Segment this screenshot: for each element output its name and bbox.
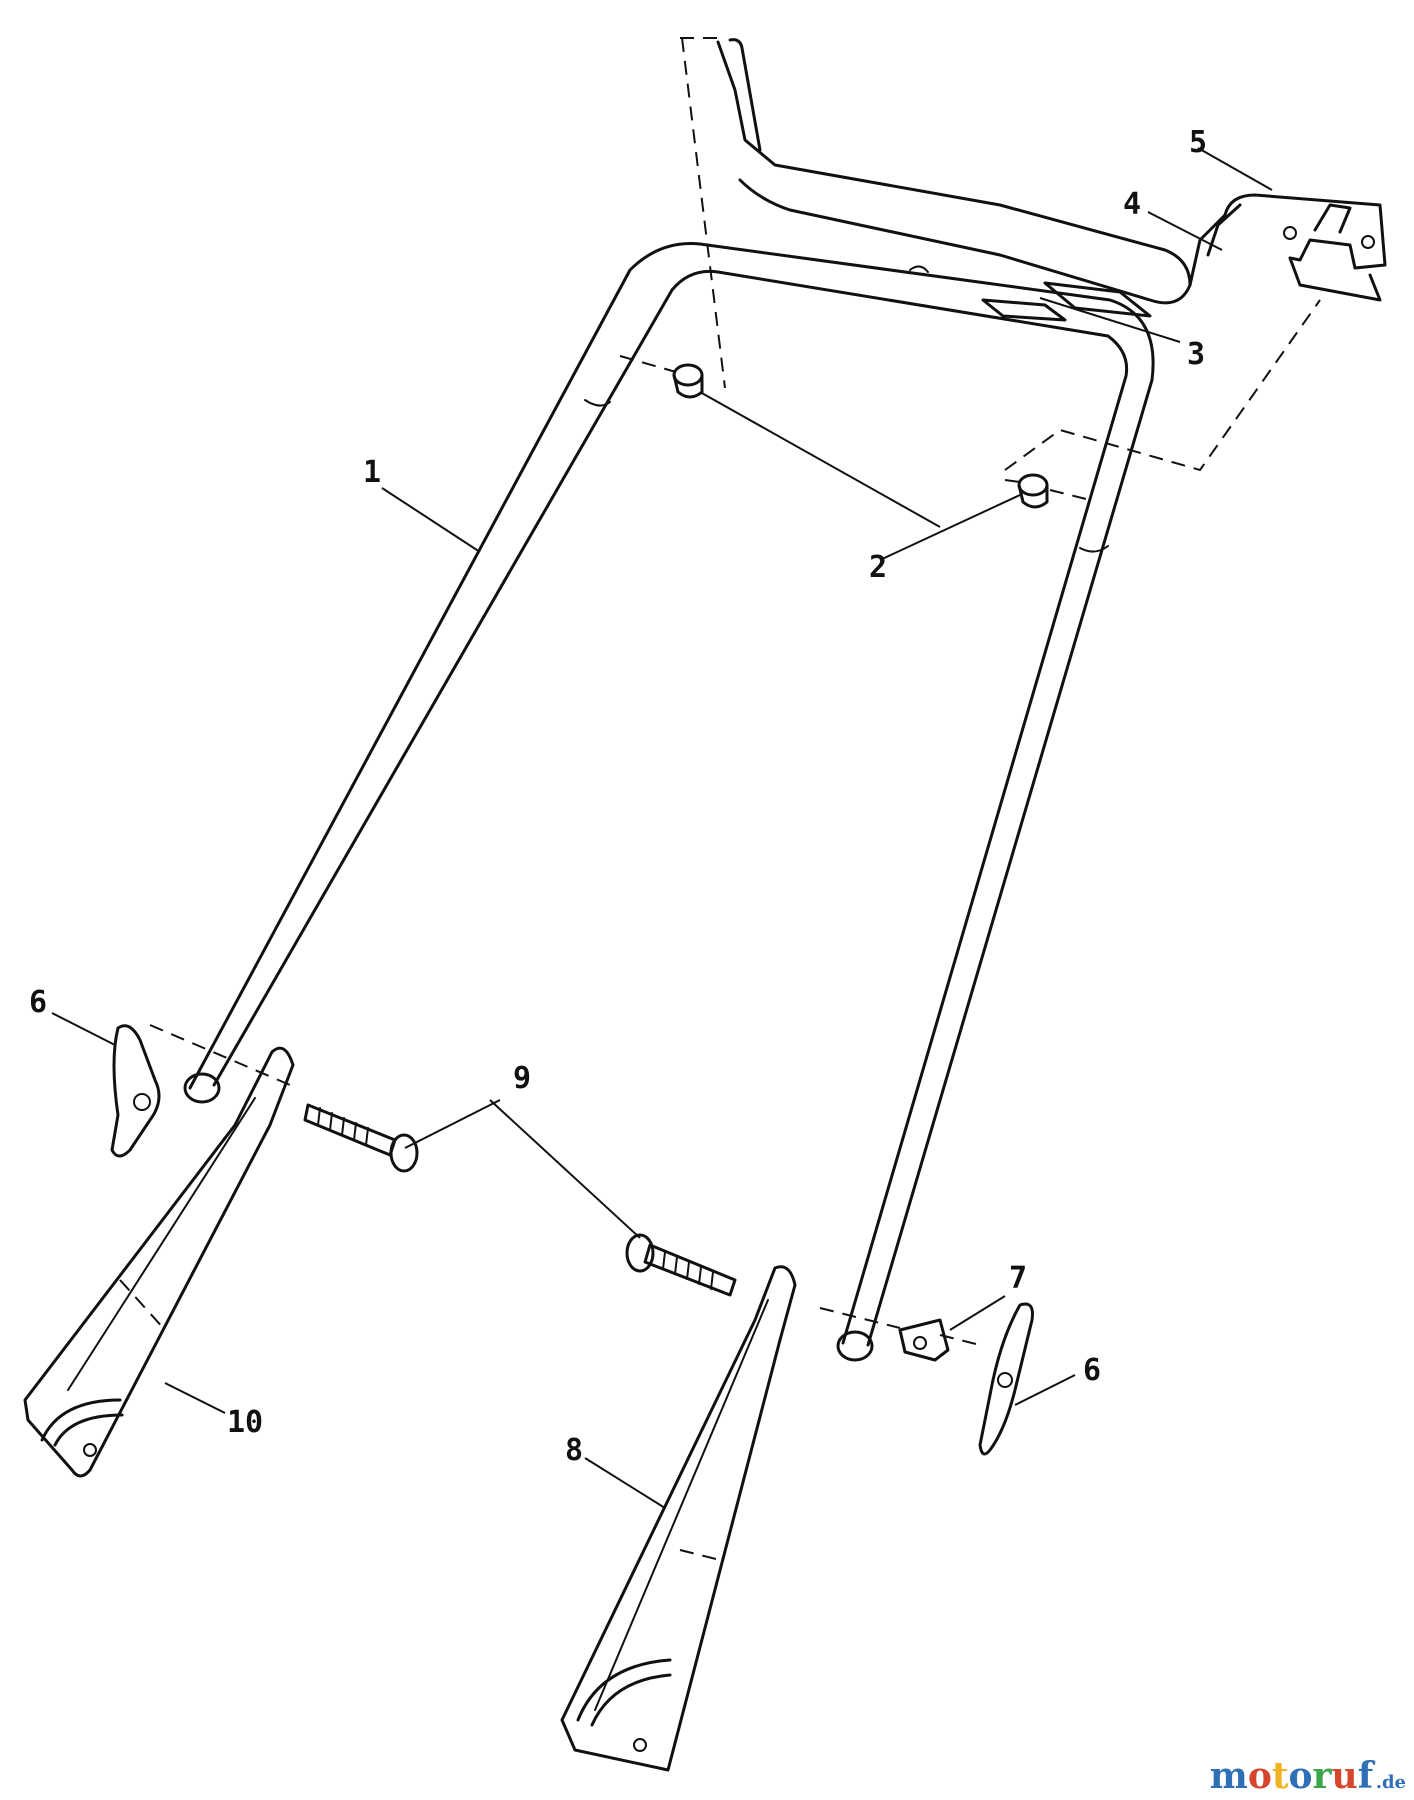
watermark-suffix: .de (1376, 1772, 1406, 1793)
control-bail (716, 38, 1242, 305)
callout-2: 2 (869, 550, 887, 585)
lower-handle-left (23, 1046, 295, 1478)
callout-6-left: 6 (29, 985, 47, 1020)
leader-lines (51, 147, 1273, 1509)
cable-guide (898, 1318, 950, 1362)
callout-6-right: 6 (1083, 1353, 1101, 1388)
handle-decal (981, 281, 1152, 322)
callout-1: 1 (363, 455, 381, 490)
callouts: 1 2 3 4 5 6 6 7 8 9 10 (29, 125, 1207, 1468)
bolt-lower (625, 1233, 737, 1297)
upper-handle (183, 242, 1155, 1362)
handle-knob-left (110, 1024, 161, 1158)
handle-knob-right (978, 1302, 1034, 1456)
bushing-left (672, 363, 704, 399)
callout-4: 4 (1123, 187, 1141, 222)
watermark-logo: motoruf .de (1210, 1755, 1406, 1797)
callout-9: 9 (513, 1061, 531, 1096)
bushing-right (1017, 473, 1049, 509)
callout-5: 5 (1189, 125, 1207, 160)
lower-handle-right (560, 1265, 797, 1772)
control-bracket (1223, 193, 1387, 302)
callout-10: 10 (227, 1405, 263, 1440)
callout-8: 8 (565, 1433, 583, 1468)
callout-3: 3 (1187, 337, 1205, 372)
callout-7: 7 (1009, 1261, 1027, 1296)
watermark-text: motoruf (1210, 1755, 1376, 1797)
bolt-upper (303, 1103, 419, 1173)
assembly-lines (119, 37, 1321, 1561)
